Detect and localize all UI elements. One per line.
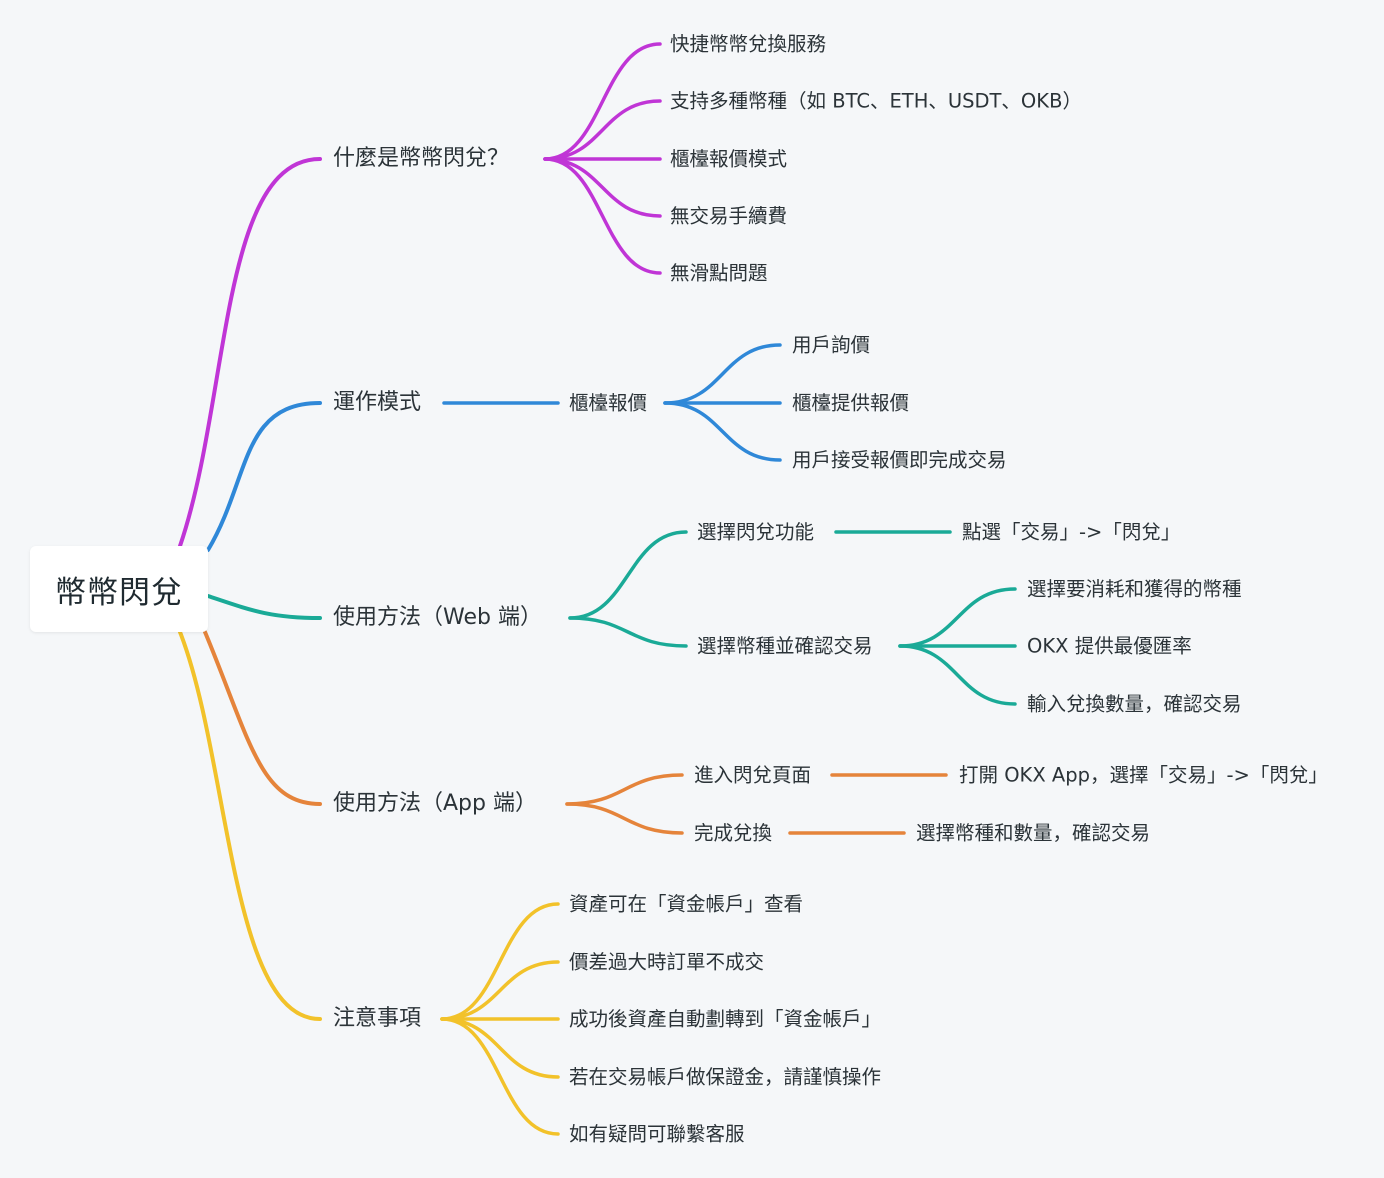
mode-item-1[interactable]: 用戶詢價 [792, 333, 871, 357]
connector-root-mode [206, 401, 322, 552]
connector-notes-2 [440, 960, 560, 1021]
connector-root-notes [178, 630, 322, 1021]
web-step2-item-3[interactable]: 輸入兌換數量，確認交易 [1027, 692, 1242, 716]
what-item-3[interactable]: 櫃檯報價模式 [670, 147, 788, 171]
connector-what-2 [543, 99, 662, 161]
mode-item-3[interactable]: 用戶接受報價即完成交易 [792, 448, 1007, 472]
notes-item-4[interactable]: 若在交易帳戶做保證金，請謹慎操作 [569, 1065, 882, 1089]
notes-item-3[interactable]: 成功後資產自動劃轉到「資金帳戶」 [569, 1007, 882, 1031]
what-item-1[interactable]: 快捷幣幣兌換服務 [670, 32, 827, 56]
connector-web-step2-1 [898, 587, 1017, 648]
app-step2[interactable]: 完成兌換 [694, 821, 773, 845]
what-item-5[interactable]: 無滑點問題 [670, 261, 768, 285]
web-step2-item-2[interactable]: OKX 提供最優匯率 [1027, 634, 1192, 658]
what-item-2[interactable]: 支持多種幣種（如 BTC、ETH、USDT、OKB） [670, 89, 1082, 113]
connector-mode-3 [663, 401, 782, 462]
branch-notes-label[interactable]: 注意事項 [333, 1006, 422, 1031]
notes-item-2[interactable]: 價差過大時訂單不成交 [569, 950, 765, 974]
connector-mode-1 [663, 343, 782, 405]
connector-notes-4 [440, 1017, 560, 1079]
web-step2-item-1[interactable]: 選擇要消耗和獲得的幣種 [1027, 577, 1242, 601]
app-step2-detail[interactable]: 選擇幣種和數量，確認交易 [916, 821, 1151, 845]
connector-root-app [203, 630, 322, 806]
connector-what-5 [543, 157, 662, 275]
connector-web-step2-3 [898, 644, 1017, 706]
mode-sub-label[interactable]: 櫃檯報價 [569, 391, 648, 415]
web-step2[interactable]: 選擇幣種並確認交易 [697, 634, 873, 658]
connector-web-step2 [568, 616, 688, 648]
branch-what-label[interactable]: 什麼是幣幣閃兌？ [333, 146, 510, 171]
notes-item-1[interactable]: 資產可在「資金帳戶」查看 [569, 892, 804, 916]
connector-app-step2 [565, 802, 684, 835]
branch-web-label[interactable]: 使用方法（Web 端） [333, 605, 542, 630]
connector-what-1 [543, 42, 662, 161]
notes-item-5[interactable]: 如有疑問可聯繫客服 [569, 1122, 745, 1146]
connector-root-what [178, 157, 322, 548]
connector-notes-1 [440, 902, 560, 1021]
root-node[interactable]: 幣幣閃兌 [30, 546, 208, 632]
web-step1-detail[interactable]: 點選「交易」->「閃兌」 [962, 520, 1181, 544]
app-step1[interactable]: 進入閃兌頁面 [694, 763, 812, 787]
web-step1[interactable]: 選擇閃兌功能 [697, 520, 815, 544]
what-item-4[interactable]: 無交易手續費 [670, 204, 788, 228]
app-step1-detail[interactable]: 打開 OKX App，選擇「交易」->「閃兌」 [959, 763, 1328, 787]
connector-root-web [206, 594, 322, 620]
connector-notes-5 [440, 1017, 560, 1136]
connector-what-4 [543, 157, 662, 218]
branch-mode-label[interactable]: 運作模式 [333, 390, 422, 415]
branch-app-label[interactable]: 使用方法（App 端） [333, 791, 537, 816]
connector-web-step1 [568, 530, 688, 620]
connector-app-step1 [565, 773, 684, 806]
mode-item-2[interactable]: 櫃檯提供報價 [792, 391, 910, 415]
